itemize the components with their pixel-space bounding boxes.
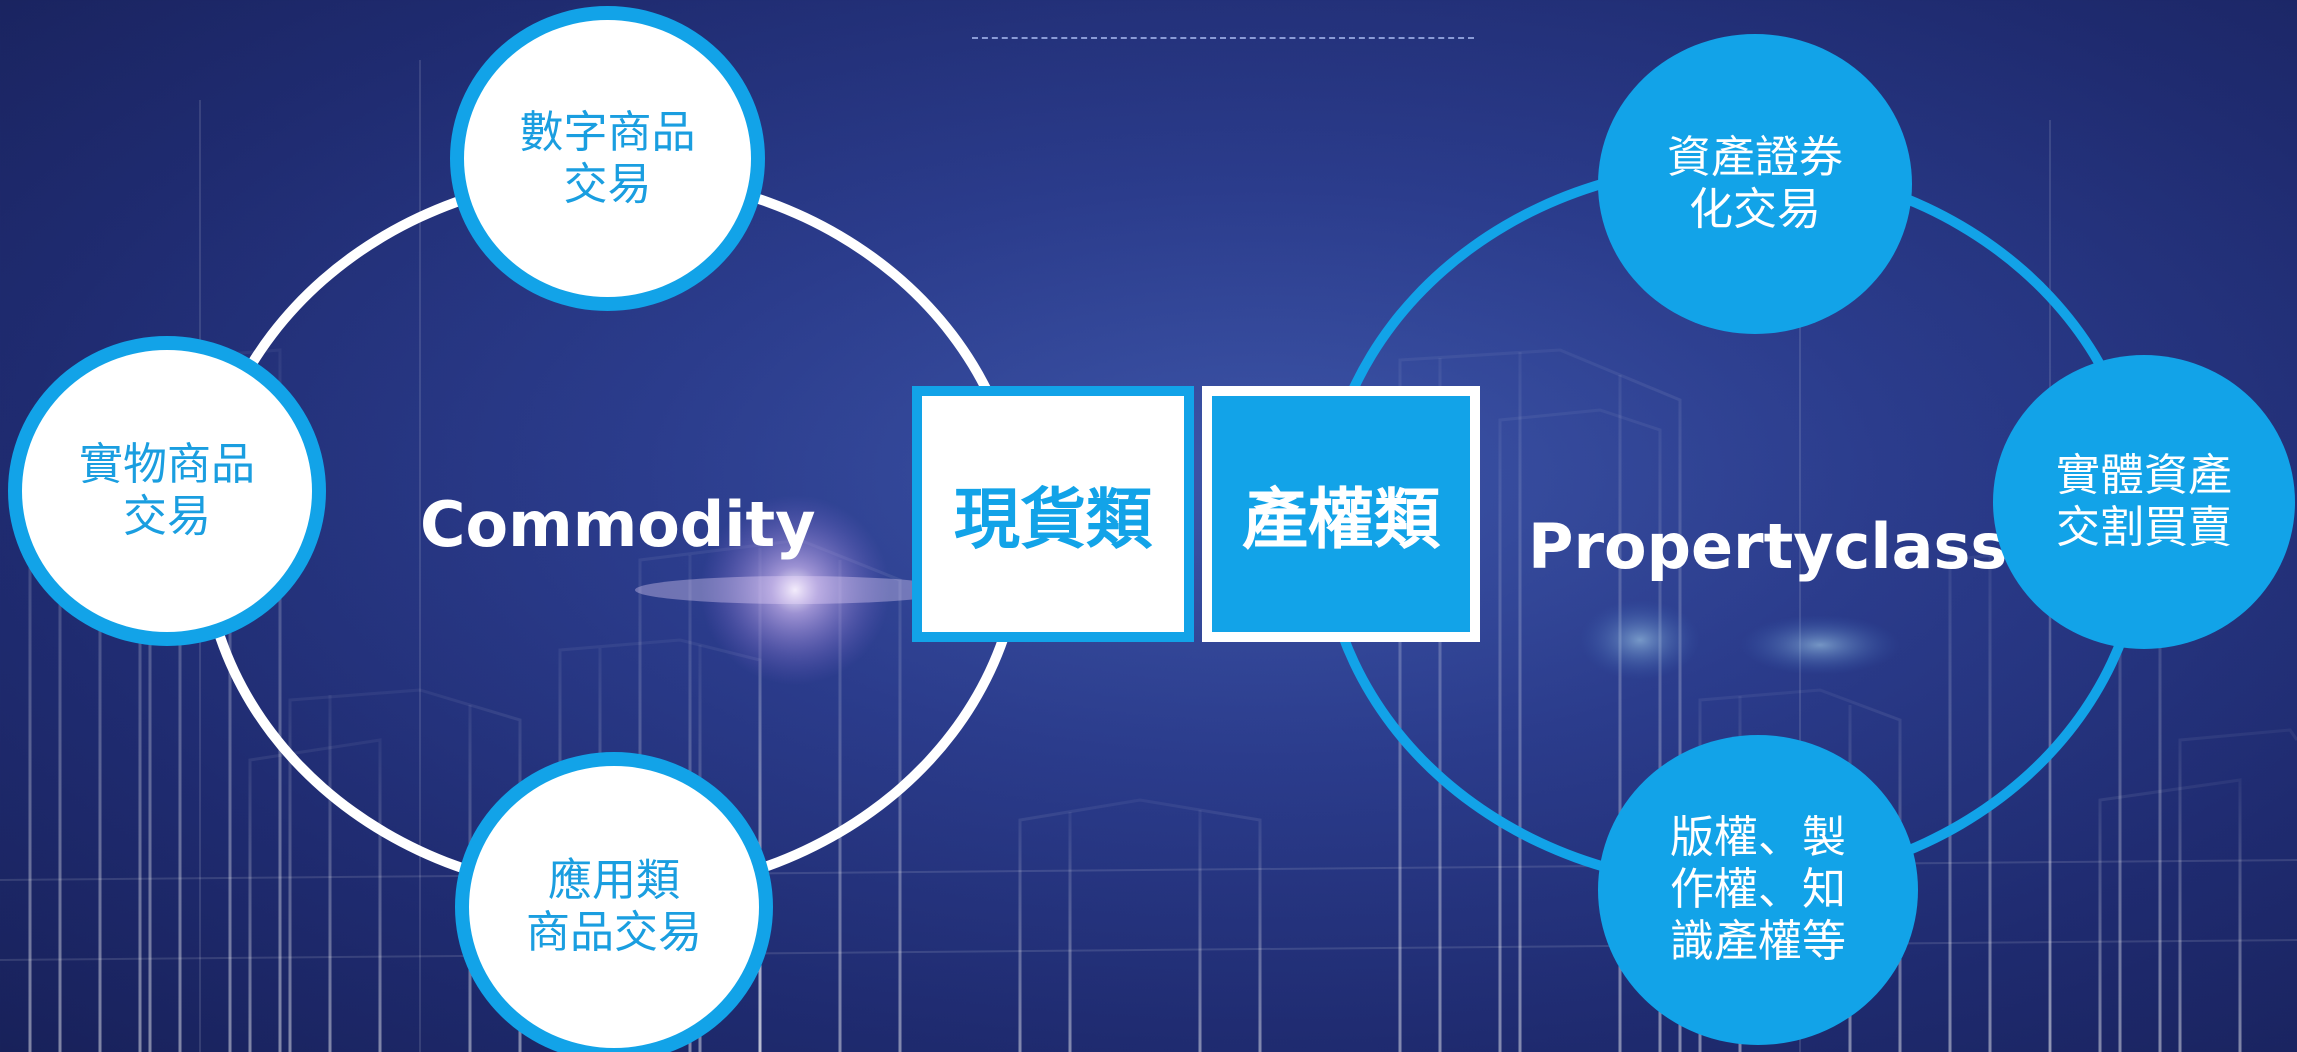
propertyclass-label: Propertyclass [1528,510,2008,583]
physical-asset-delivery-node: 實體資產 交割買賣 [1993,355,2295,649]
top-dashed-line [972,37,1474,39]
application-goods-trade-node: 應用類 商品交易 [455,752,773,1052]
digital-goods-trade-node: 數字商品 交易 [450,6,765,311]
spot-category-box: 現貨類 [912,386,1194,642]
commodity-label: Commodity [420,488,816,561]
physical-goods-trade-node: 實物商品 交易 [8,336,326,646]
property-rights-category-box: 產權類 [1202,386,1480,642]
copyright-ip-node: 版權、製 作權、知 識產權等 [1598,735,1918,1045]
asset-securitization-trade-node: 資產證券 化交易 [1598,34,1912,334]
